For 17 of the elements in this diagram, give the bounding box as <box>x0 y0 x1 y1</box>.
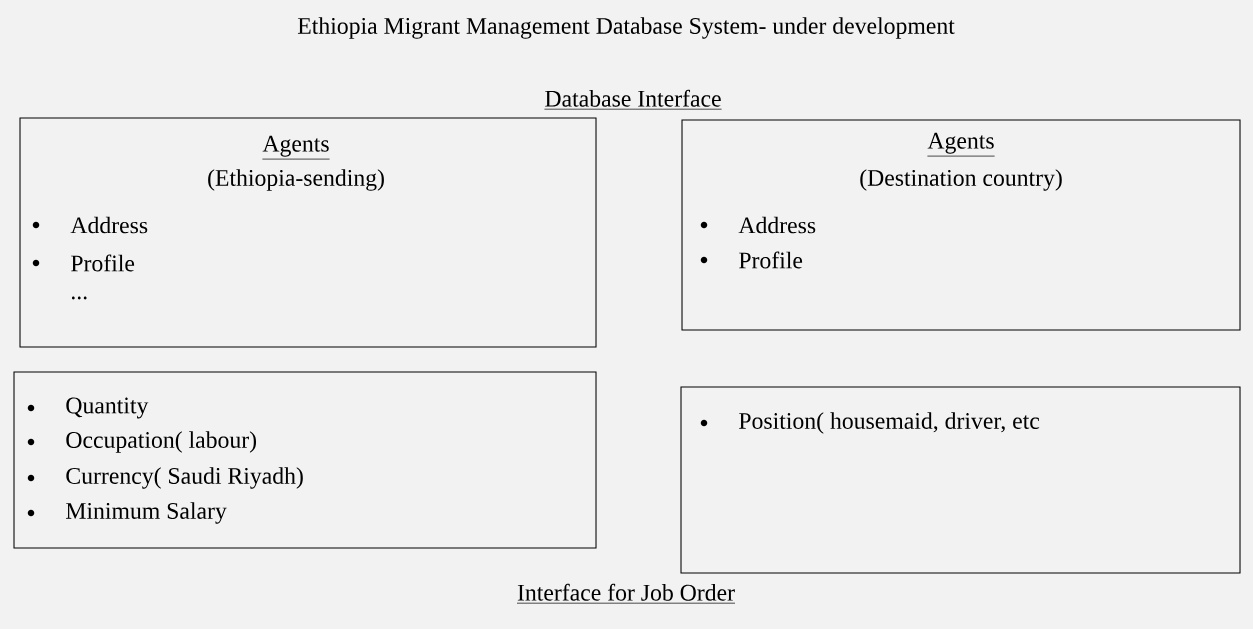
subheading: (Ethiopia-sending) <box>208 169 384 191</box>
list-item: Address <box>738 216 816 234</box>
card-heading: Agents <box>262 135 330 160</box>
title: Ethiopia Migrant Management Database System- under development <box>297 17 955 39</box>
list-item: Quantity <box>66 397 149 419</box>
card-heading: Agents <box>927 132 995 157</box>
underlined-heading: Database Interface <box>544 89 722 110</box>
underlined-heading: Interface for Job Order <box>516 583 736 604</box>
list-item: Minimum Salary <box>66 502 227 524</box>
list-item: Profile <box>71 254 135 272</box>
list-text: ... <box>71 296 87 300</box>
list-item: Address <box>70 216 148 234</box>
list-item: Position( housemaid, driver, etc <box>739 412 1040 434</box>
list-item: Occupation( labour) <box>66 431 257 453</box>
list-item: Currency( Saudi Riyadh) <box>66 467 303 489</box>
subheading: (Destination country) <box>860 169 1062 191</box>
list-item: Profile <box>739 251 803 269</box>
